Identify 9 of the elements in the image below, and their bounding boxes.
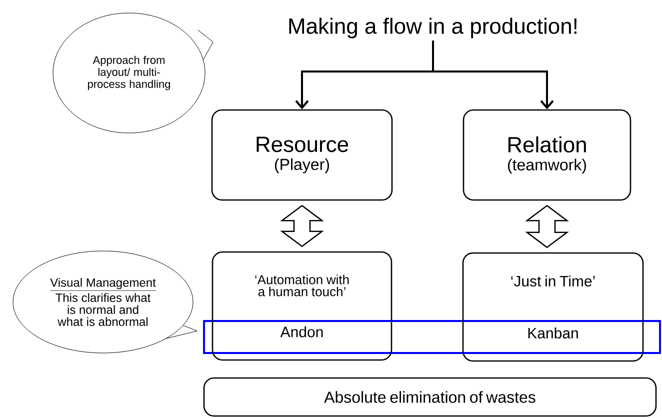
rounded-box: ‘Automation with a human touch’ Andon xyxy=(212,251,392,361)
arrow xyxy=(432,40,554,110)
speech-bubble: Approach from layout/ multi-process handling xyxy=(52,12,214,134)
rounded-box: ‘Just in Time’ Kanban xyxy=(462,252,644,362)
speech-bubble: Visual Management This clarifies what is normal and what is abnormal xyxy=(12,250,198,354)
rounded-box: Absolute elimination of wastes xyxy=(203,377,657,417)
rounded-box: Resource (Player) xyxy=(211,109,393,201)
rounded-box: Relation (teamwork) xyxy=(462,109,632,201)
title: Making a flow in a production! xyxy=(289,18,576,38)
